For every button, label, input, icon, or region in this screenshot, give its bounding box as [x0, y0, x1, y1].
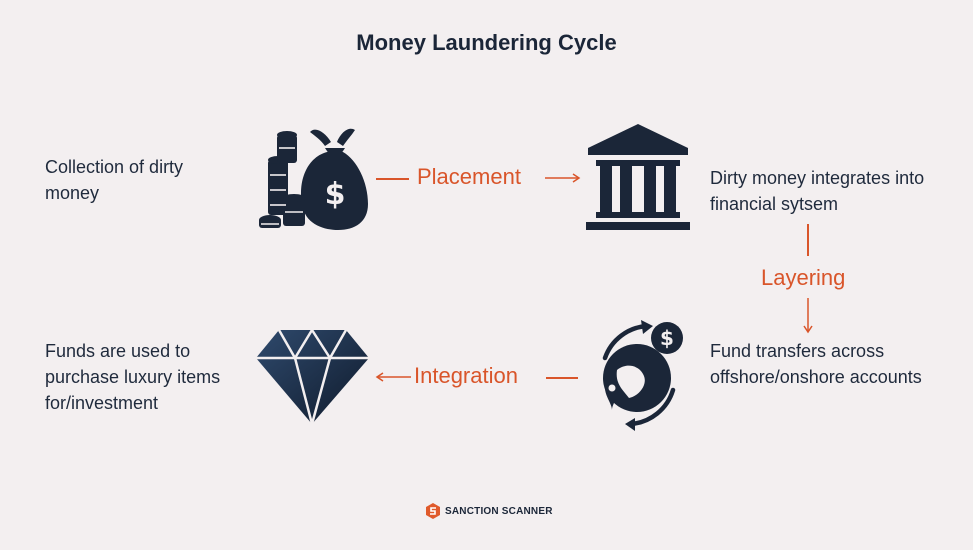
page-title: Money Laundering Cycle — [356, 30, 617, 55]
integration-label: Integration — [414, 363, 518, 388]
sanction-scanner-logo-icon — [426, 503, 440, 519]
transfers-description: Fund transfers across offshore/onshore a… — [710, 341, 922, 387]
integration-line — [546, 377, 578, 379]
placement-label: Placement — [417, 164, 521, 189]
bank-icon — [586, 124, 690, 230]
integrates-description: Dirty money integrates into financial sy… — [710, 168, 925, 214]
globe-transfer-icon: $ — [602, 320, 683, 431]
svg-text:$: $ — [660, 326, 674, 350]
integration-arrow — [375, 372, 411, 382]
diamond-icon — [256, 328, 369, 425]
svg-text:$: $ — [325, 177, 346, 212]
placement-arrow — [545, 173, 581, 183]
layering-label: Layering — [761, 265, 846, 290]
layering-arrow — [803, 298, 813, 334]
brand-logo: SANCTION SCANNER — [426, 503, 553, 519]
luxury-description: Funds are used to purchase luxury items … — [45, 341, 221, 413]
layering-line — [807, 224, 809, 256]
placement-line — [376, 178, 409, 180]
brand-name: SANCTION SCANNER — [445, 505, 553, 517]
collection-description: Collection of dirty money — [45, 157, 184, 203]
money-bag-icon: $ — [259, 128, 368, 230]
